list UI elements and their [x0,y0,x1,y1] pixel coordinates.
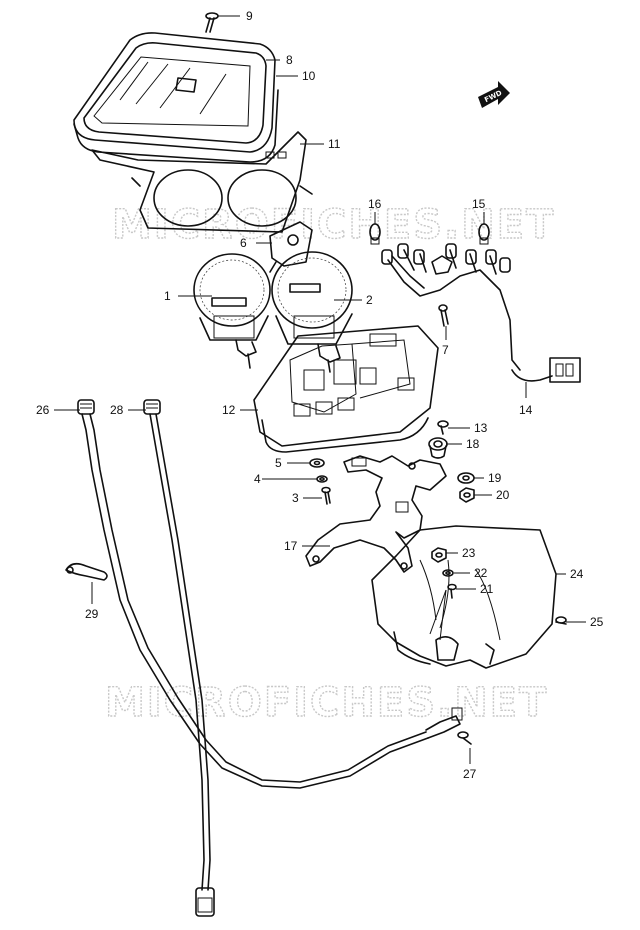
callout-26: 26 [36,403,50,417]
callout-27: 27 [463,767,477,781]
screw-21-icon [447,583,457,599]
screw-9-icon [205,12,219,33]
callout-1: 1 [164,289,171,303]
callout-15: 15 [472,197,486,211]
screw-25-icon [555,616,567,625]
callout-24: 24 [570,567,584,581]
watermark-bottom: MICROFICHES.NET [105,680,548,726]
screw-27-icon [457,731,472,745]
callouts: 9 8 10 11 16 15 6 1 2 7 14 12 13 18 5 19… [36,9,604,781]
callout-16: 16 [368,197,382,211]
callout-17: 17 [284,539,298,553]
callout-19: 19 [488,471,502,485]
callout-6: 6 [240,236,247,250]
nut-20-icon [459,487,475,503]
callout-18: 18 [466,437,480,451]
callout-5: 5 [275,456,282,470]
meter-bracket-17-icon [305,455,447,573]
callout-20: 20 [496,488,510,502]
callout-28: 28 [110,403,124,417]
grommet-18-icon [428,437,448,459]
leader-lines [54,15,586,764]
fwd-arrow-icon: FWD [478,81,510,108]
callout-4: 4 [254,472,261,486]
screw-7-icon [438,304,449,327]
washer-5-icon [309,458,325,468]
bracket-6-icon [269,221,313,273]
callout-2: 2 [366,293,373,307]
speedometer-gauge-icon [271,251,353,373]
callout-11: 11 [328,137,341,151]
tachometer-cable-26-icon [77,399,463,789]
wiring-harness-icon [381,243,581,383]
bushing-4-icon [316,475,328,483]
cable-clip-29-icon [65,562,108,581]
nut-23-icon [431,547,447,563]
callout-23: 23 [462,546,476,560]
callout-3: 3 [292,491,299,505]
speedometer-cable-28-icon [143,399,215,917]
bolt-13-icon [437,420,449,435]
callout-21: 21 [480,582,494,596]
tachometer-gauge-icon [193,253,271,369]
callout-9: 9 [246,9,253,23]
callout-22: 22 [474,566,488,580]
washer-19-icon [457,472,475,484]
callout-29: 29 [85,607,99,621]
meter-case-gasket-icon [91,131,313,233]
callout-10: 10 [302,69,316,83]
meter-lower-case-icon [253,325,439,453]
callout-25: 25 [590,615,604,629]
callout-8: 8 [286,53,293,67]
callout-13: 13 [474,421,488,435]
meter-lens-frame-icon [73,32,279,163]
screw-3-icon [321,486,331,505]
callout-14: 14 [519,403,533,417]
callout-12: 12 [222,403,236,417]
callout-7: 7 [442,343,449,357]
washer-22-icon [442,569,454,577]
